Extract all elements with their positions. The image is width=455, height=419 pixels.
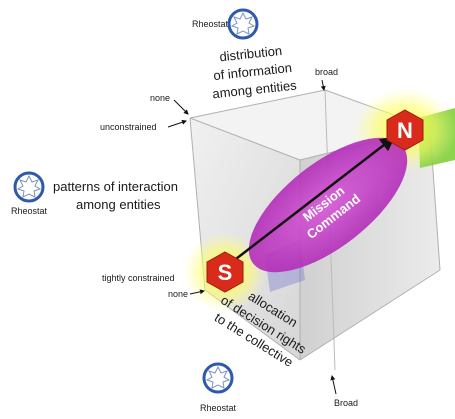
patterns-label: patterns of interaction among entities: [53, 179, 178, 212]
bottom-none-label: none: [168, 289, 188, 299]
cube-edge: [189, 117, 301, 161]
distribution-line1: distribution: [219, 43, 283, 64]
top-broad-label: broad: [315, 67, 338, 77]
node-s-hex: [206, 251, 244, 293]
rheostat-bottom: Rheostat: [200, 362, 237, 413]
node-s-label: S: [218, 260, 233, 285]
s-to-n-arrow: [231, 136, 396, 263]
node-n-label: N: [397, 118, 413, 143]
tightly-constrained-label: tightly constrained: [102, 273, 175, 283]
rheostat-left-label: Rheostat: [11, 206, 48, 216]
rheostat-left: Rheostat: [11, 171, 48, 216]
bottom-broad-label: Broad: [334, 398, 358, 408]
rheostat-top: Rheostat: [192, 8, 259, 40]
unconstrained-label: unconstrained: [100, 122, 157, 132]
mission-command-ellipse: [248, 137, 408, 273]
distribution-label: distribution of information among entiti…: [212, 43, 298, 101]
rheostat-dial-icon: [202, 362, 234, 394]
node-n: N: [386, 109, 424, 151]
rheostat-bottom-label: Rheostat: [200, 403, 237, 413]
bottom-none-pointer: [189, 289, 205, 295]
patterns-line2: among entities: [76, 197, 161, 212]
node-s: S: [206, 251, 244, 293]
bottom-broad-pointer: [330, 375, 337, 395]
top-none-pointer: [173, 99, 189, 115]
rheostat-dial-icon: [13, 171, 45, 203]
patterns-line1: patterns of interaction: [53, 179, 178, 194]
rheostat-dial-icon: [227, 8, 259, 40]
top-broad-pointer: [320, 79, 326, 91]
cube-edge: [299, 269, 441, 361]
node-n-hex: [386, 109, 424, 151]
rheostat-top-label: Rheostat: [192, 19, 229, 29]
unconstrained-pointer: [167, 119, 187, 128]
top-none-label: none: [150, 93, 170, 103]
cube-edge: [189, 89, 326, 119]
